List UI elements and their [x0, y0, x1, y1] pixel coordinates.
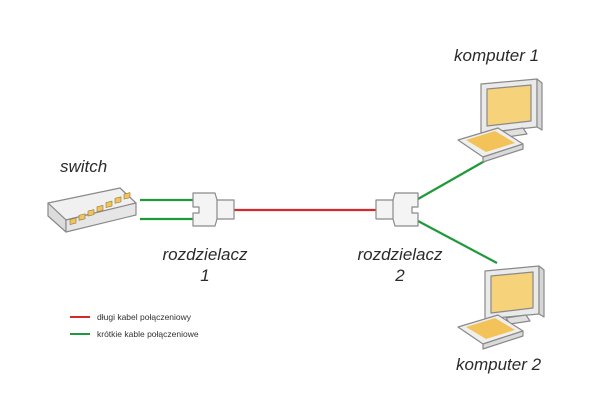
computer2-label: komputer 2: [456, 355, 542, 374]
splitter2-label-line1: rozdzielacz: [357, 245, 443, 264]
switch-label: switch: [60, 157, 108, 176]
legend-label-short-cables: krótkie kable połączeniowe: [97, 328, 199, 339]
computer-icon-2: [457, 265, 545, 350]
cable-splitter2-computer2: [417, 220, 498, 264]
legend: długi kabel połączeniowy krótkie kable p…: [70, 308, 199, 342]
switch-icon: [47, 187, 137, 233]
splitter2-label-line2: 2: [395, 266, 405, 285]
splitter-icon-2: [375, 192, 419, 227]
splitter1-label: rozdzielacz 1: [150, 244, 260, 286]
legend-item-short-cables: krótkie kable połączeniowe: [70, 325, 199, 342]
computer1-label: komputer 1: [454, 46, 540, 65]
short-cables: [140, 153, 498, 264]
computer-icon-1: [457, 78, 543, 163]
legend-item-long-cable: długi kabel połączeniowy: [70, 308, 199, 325]
splitter-icon-1: [192, 192, 235, 227]
splitter2-label: rozdzielacz 2: [345, 244, 455, 286]
splitter1-label-line2: 1: [200, 266, 210, 285]
splitter1-label-line1: rozdzielacz: [162, 245, 248, 264]
legend-label-long-cable: długi kabel połączeniowy: [97, 311, 192, 322]
legend-swatch-green: [70, 332, 90, 335]
legend-swatch-red: [70, 315, 90, 318]
